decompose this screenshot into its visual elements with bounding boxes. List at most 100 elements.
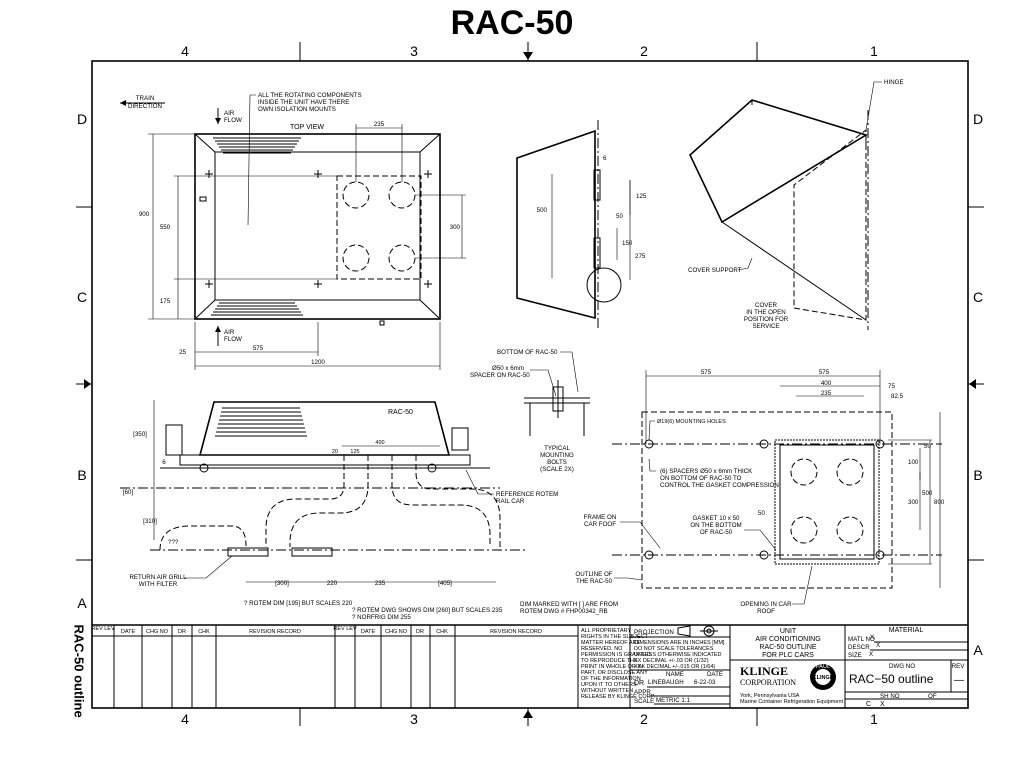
zone-row-a-right: A [973, 642, 983, 658]
spacers-line3: CONTROL THE GASKET COMPRESSION [660, 482, 779, 489]
appr-label: APPR [634, 689, 651, 696]
cover-open-line2: IN THE OPEN [746, 309, 785, 316]
rev-chk-header: CHK [198, 629, 210, 635]
rev-chgno-header: CHG NO [146, 629, 169, 635]
plan-dim-500: 500 [922, 490, 933, 497]
reference-line2: RAIL CAR [496, 498, 525, 505]
sheet-border [76, 42, 984, 726]
gasket-frame [774, 439, 880, 565]
train-direction-line1: TRAIN [136, 95, 155, 102]
proprietary-line10: UPON IT TO OTHERS [581, 682, 637, 688]
dwg-number: RAC−50 outline [849, 672, 934, 686]
rev-value: — [954, 675, 964, 686]
address-line2: Marine Container Refrigeration Equipment [740, 699, 843, 705]
proprietary-line9: OF THE INFORMATION [581, 676, 641, 682]
train-direction-line2: DIRECTION [128, 103, 162, 110]
typical-line2: MOUNTING [540, 452, 574, 459]
plan-dim-400: 400 [821, 380, 832, 387]
zone-col-1-bottom: 1 [870, 711, 878, 727]
title-block: REV LEV DATE CHG NO DR CHK REVISION RECO… [91, 624, 968, 708]
rev-header: REV [952, 663, 966, 670]
matl-no-label: MATL NO [848, 636, 875, 643]
proprietary-line5: PERMISSION IS GRANTED [581, 652, 651, 658]
hinge-label: HINGE [884, 79, 904, 86]
dim-900: 900 [139, 211, 150, 218]
proprietary-line8: PART, OR DISCLOSE ANY [581, 670, 648, 676]
zone-col-3-bottom: 3 [410, 711, 418, 727]
side-dim-50: 50 [616, 213, 623, 220]
plan-dim-235: 235 [821, 390, 832, 397]
dim-1200: 1200 [311, 359, 325, 366]
dr-label: DR [634, 680, 644, 687]
mounting-holes-label: Ø19(6) MOUNTING HOLES [657, 419, 726, 425]
return-grill-line1: RETURN AIR GRILL [129, 574, 187, 581]
tolerance-line2: DO NOT SCALE TOLERANCES [634, 646, 714, 652]
plan-dim-75: 75 [888, 383, 895, 390]
bolt-detail: BOTTOM OF RAC-50 Ø50 x 6mm SPACER ON RAC… [470, 349, 590, 473]
spacer-line2: SPACER ON RAC-50 [470, 372, 530, 379]
front-dim-220: 220 [327, 580, 338, 587]
scale-label: SCALE [634, 698, 654, 705]
proprietary-line1: ALL PROPRIETARY [581, 628, 631, 634]
dim-marked-line2: ROTEM DWG # FHP00342_RB [520, 608, 608, 615]
rev2-dr-header: DR [416, 629, 424, 635]
rev2-lev-header: REV LEV [333, 626, 357, 632]
size-x: X [869, 651, 873, 658]
outline-line2: THE RAC-50 [576, 578, 613, 585]
plan-dim-800: 800 [934, 499, 945, 506]
scale-value: METRIC 1:1 [656, 697, 691, 704]
dim-marked-line1: DIM MARKED WITH [ ] ARE FROM [520, 601, 618, 608]
rotating-note-line1: ALL THE ROTATING COMPONENTS [258, 92, 362, 99]
front-dim-310: [310] [143, 518, 157, 525]
dim-550: 550 [160, 224, 171, 231]
zone-labels: 4 3 2 1 4 3 2 1 D C B A D C B A [77, 43, 983, 727]
proprietary-line2: RIGHTS IN THE SUBJECT [581, 634, 648, 640]
gasket-line3: OF RAC-50 [700, 529, 733, 536]
company-corp: CORPORATION [740, 678, 796, 687]
rotating-note-line2: INSIDE THE UNIT HAVE THERE [258, 99, 349, 106]
front-view-label: RAC-50 [388, 409, 413, 416]
spacers-line2: ON BOTTOM OF RAC-50 TO [660, 475, 742, 482]
cover-open-line1: COVER [755, 302, 778, 309]
proprietary-line7: PRINT IN WHOLE OR IN [581, 664, 643, 670]
zone-row-b-right: B [973, 467, 982, 483]
front-note-1: ? ROTEM DIM [195] BUT SCALES 220 [244, 600, 353, 607]
front-view: RAC-50 [350] 6 [60] [310] ??? 20 125 400… [120, 400, 618, 621]
slide-title: RAC-50 [450, 4, 574, 42]
air-flow-bottom-line2: FLOW [224, 336, 242, 343]
front-dim-405: [405] [438, 580, 452, 587]
rev-record-header: REVISION RECORD [249, 629, 301, 635]
front-dim-6: 6 [162, 459, 166, 466]
zone-row-a: A [77, 595, 87, 611]
zone-col-1: 1 [870, 43, 878, 59]
side-label: RAC-50 outline [64, 625, 94, 718]
zone-col-2: 2 [640, 43, 648, 59]
logo-text: KLINGE [813, 675, 834, 681]
matl-no-x: X [870, 634, 874, 641]
spacers-line1: (6) SPACERS Ø50 x 6mm THICK [660, 468, 753, 475]
zone-row-b: B [77, 467, 86, 483]
projection-symbol-icon [677, 625, 718, 637]
dr-date: 6-22-03 [694, 679, 716, 686]
zone-row-c-right: C [973, 289, 983, 305]
side-dim-275: 275 [635, 253, 646, 260]
proprietary-notice: ALL PROPRIETARY RIGHTS IN THE SUBJECT MA… [581, 628, 656, 700]
proprietary-line3: MATTER HEREOF ARE [581, 640, 641, 646]
tolerance-line1: DIMENSIONS ARE IN INCHES [MM] [634, 640, 725, 646]
dim-300-top: 300 [450, 224, 461, 231]
side-dim-125: 125 [636, 193, 647, 200]
rev-dr-header: DR [178, 629, 186, 635]
page-rev-value: X [880, 701, 885, 708]
plan-dim-50b: 50 [758, 510, 765, 517]
company-logo-icon: PAUL KLINGE [810, 664, 836, 690]
center-arrow-top-icon [523, 52, 533, 60]
opening-line2: ROOF [757, 608, 775, 615]
address-line1: York, Pennsylvania USA [740, 693, 800, 699]
plan-dim-575b: 575 [819, 369, 830, 376]
iso-view: HINGE COVER SUPPORT COVER IN THE OPEN PO… [688, 79, 904, 330]
sh-no-label: SH NO [880, 693, 900, 700]
zone-row-d-right: D [973, 111, 983, 127]
descr-label: DESCR [848, 644, 870, 651]
front-dim-60: [60] [123, 489, 134, 496]
